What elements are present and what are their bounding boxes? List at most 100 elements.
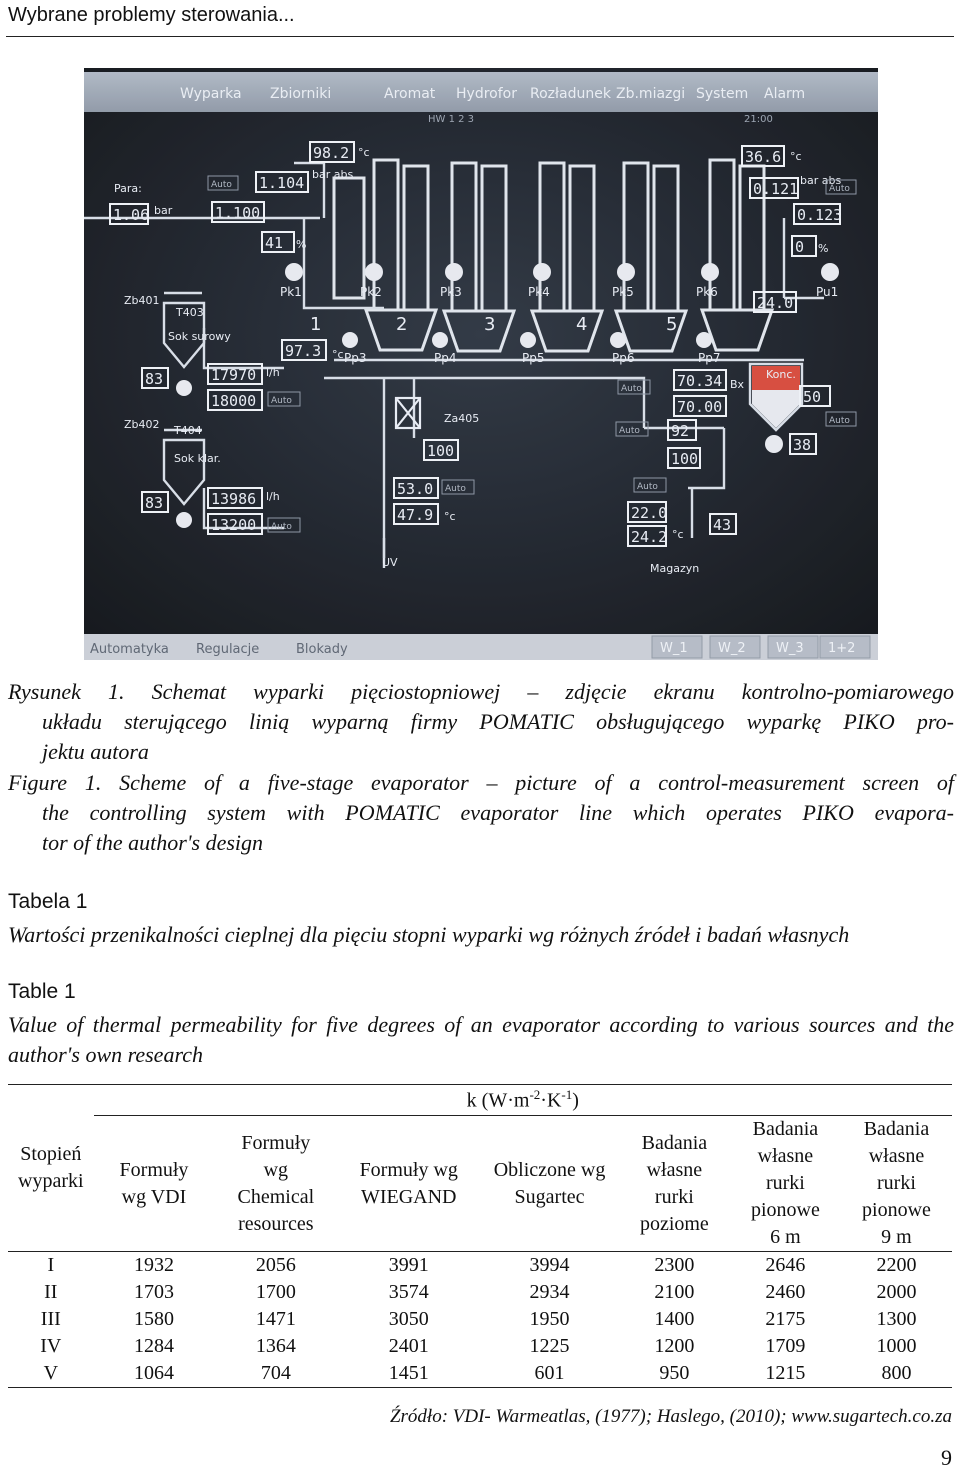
pump-label: Pu1	[816, 285, 838, 299]
auto-badge-label: Auto	[445, 484, 466, 494]
screen-label: %	[818, 242, 828, 255]
screen-label: bar abs	[312, 168, 353, 181]
table-cell: 3574	[388, 1281, 429, 1303]
auto-badge-label: Auto	[211, 180, 232, 190]
table-cell: 2175	[765, 1308, 806, 1330]
pump-icon	[765, 435, 783, 453]
caption-pl-line2: układu sterującego linią wyparną firmy P…	[42, 709, 954, 734]
screen-label: Para:	[114, 182, 142, 195]
screen-value: 47.9	[397, 506, 433, 524]
pump-icon	[533, 263, 551, 281]
pump-label: Pp3	[344, 351, 367, 365]
auto-badge	[441, 479, 475, 495]
auto-badge-label: Auto	[637, 482, 658, 492]
table-cell: 1225	[529, 1335, 570, 1357]
pump-icon	[617, 263, 635, 281]
screen-value: 22.0	[631, 504, 667, 522]
value-box	[141, 491, 169, 513]
stage-number: 5	[666, 314, 677, 335]
screen-value: 97.3	[285, 342, 321, 360]
value-box	[673, 395, 727, 417]
table-cell: 1215	[729, 1360, 841, 1388]
table-cell: 3991	[337, 1251, 481, 1279]
row-stage: I	[8, 1251, 94, 1279]
value-box	[667, 447, 701, 469]
screen-value: 1.104	[259, 174, 304, 192]
header-rule	[6, 36, 954, 37]
table-cell: 1284	[133, 1335, 174, 1357]
table-cell: 2000	[876, 1281, 917, 1303]
auto-badge-label: Auto	[271, 522, 292, 532]
running-head: Wybrane problemy sterowania...	[8, 4, 295, 26]
table-cell: 601	[480, 1360, 619, 1388]
table-cell: 1703	[133, 1281, 174, 1303]
screen-menu-bar	[84, 72, 878, 112]
value-box	[141, 367, 169, 389]
screen-label: T403	[175, 306, 204, 319]
table-cell: 1950	[529, 1308, 570, 1330]
screen-value: 0.123	[797, 206, 842, 224]
screen-value: 1.06	[113, 206, 149, 224]
pump-label: Pp5	[522, 351, 545, 365]
screen-label: Zb401	[124, 294, 160, 307]
value-box	[709, 513, 737, 535]
table-cell: 1200	[654, 1335, 695, 1357]
pump-label: Pk5	[612, 285, 634, 299]
value-box	[799, 385, 831, 407]
auto-badge-label: Auto	[621, 384, 642, 394]
pump-icon	[696, 332, 712, 348]
screen-menu-item: Aromat	[384, 86, 436, 102]
value-box	[207, 389, 263, 411]
screen-label: l/h	[266, 490, 280, 503]
table-cell: 1000	[876, 1335, 917, 1357]
auto-badge	[267, 391, 301, 407]
pump-icon	[342, 332, 358, 348]
tanks	[162, 301, 804, 506]
auto-badge	[825, 179, 857, 195]
pump-icon	[445, 263, 463, 281]
screen-value: 100	[427, 442, 454, 460]
pump-icon	[432, 332, 448, 348]
screen-button	[709, 635, 761, 659]
table-label-pl: Tabela 1	[8, 890, 88, 913]
stage-number: 3	[484, 314, 495, 335]
caption-en-line2: the controlling system with POMATIC evap…	[42, 800, 954, 825]
table-cell: 1064	[93, 1360, 215, 1388]
screen-value: 0	[795, 238, 804, 256]
value-box	[667, 419, 697, 441]
auto-badge	[267, 517, 301, 533]
row-stage: IV	[40, 1335, 62, 1357]
pump-label: Pk1	[280, 285, 302, 299]
screen-label: °c	[790, 150, 802, 163]
stage-number: 4	[576, 314, 587, 335]
pump-icon	[701, 263, 719, 281]
screen-value: 38	[793, 436, 811, 454]
table-cell: 950	[618, 1360, 730, 1388]
screen-button-label: W_1	[660, 641, 688, 656]
screen-label: °c	[358, 146, 370, 159]
pump-label: Pk3	[440, 285, 462, 299]
screen-value: 18000	[211, 392, 256, 410]
screen-button	[651, 635, 703, 659]
value-box	[109, 203, 149, 225]
value-box	[423, 439, 459, 461]
pump-icon	[610, 332, 626, 348]
table-cell: 2646	[729, 1251, 841, 1279]
auto-badge	[615, 421, 649, 437]
value-box	[627, 525, 667, 547]
pump-label: Pk4	[528, 285, 550, 299]
screen-label: T404	[173, 424, 202, 437]
table-cell: 1700	[255, 1281, 296, 1303]
product-tank-level	[752, 366, 800, 390]
screen-label: °c	[332, 348, 344, 361]
stage-number: 1	[310, 314, 321, 335]
row-stage: V	[8, 1360, 94, 1388]
screen-label: Sok klar.	[174, 452, 221, 465]
row-stage: III	[40, 1308, 61, 1330]
